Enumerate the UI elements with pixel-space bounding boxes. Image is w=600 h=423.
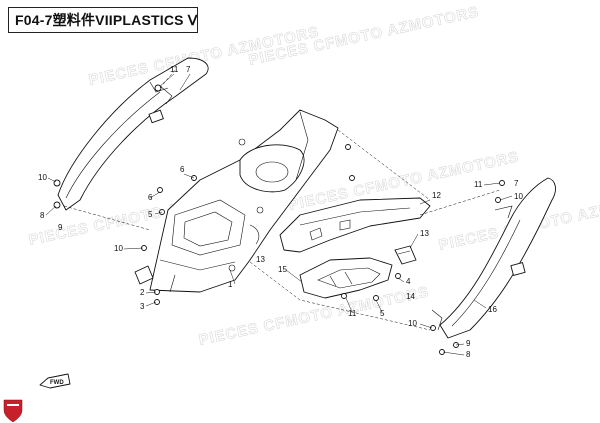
callout-label: 16 xyxy=(488,305,497,314)
callout-label: 1 xyxy=(228,280,233,289)
callout-label: 7 xyxy=(514,179,519,188)
callout-label: 6 xyxy=(180,165,185,174)
callout-label: 10 xyxy=(114,244,123,253)
callout-label: 11 xyxy=(170,65,179,74)
callout-label: 10 xyxy=(514,192,523,201)
callout-label: 9 xyxy=(58,223,63,232)
callout-label: 13 xyxy=(256,255,265,264)
left-side-rail-part xyxy=(57,57,209,211)
callout-label: 9 xyxy=(466,339,471,348)
upper-panel-part xyxy=(279,197,431,253)
callout-label: 10 xyxy=(38,173,47,182)
rear-frame-cover-part xyxy=(149,109,339,293)
callout-label: 13 xyxy=(420,229,429,238)
callout-label: 11 xyxy=(474,180,483,189)
lower-bracket-part xyxy=(299,257,393,299)
brand-logo xyxy=(3,399,23,423)
fwd-label: FWD xyxy=(50,380,64,386)
callout-label: 8 xyxy=(40,211,45,220)
callout-label: 8 xyxy=(466,350,471,359)
leader-lines xyxy=(45,73,513,356)
diagram-title: F04-7塑料件VIIPLASTICS Ⅶ xyxy=(8,7,198,33)
callout-label: 11 xyxy=(348,309,357,318)
callout-label: 5 xyxy=(148,210,153,219)
callout-label: 15 xyxy=(278,265,287,274)
callout-label: 12 xyxy=(432,191,441,200)
callout-label: 3 xyxy=(140,302,145,311)
callout-label: 5 xyxy=(380,309,385,318)
callout-label: 7 xyxy=(186,65,191,74)
clip-13-part xyxy=(134,245,417,285)
callout-label: 4 xyxy=(406,277,411,286)
callout-label: 2 xyxy=(140,288,145,297)
fwd-direction-indicator: FWD xyxy=(39,373,71,389)
callout-label: 10 xyxy=(408,319,417,328)
assembly-lines xyxy=(63,69,501,331)
right-side-cover-part xyxy=(431,177,556,339)
watermark-group: PIECES CFMOTO AZMOTORS PIECES CFMOTO AZM… xyxy=(27,3,600,349)
callout-label: 14 xyxy=(406,292,415,301)
